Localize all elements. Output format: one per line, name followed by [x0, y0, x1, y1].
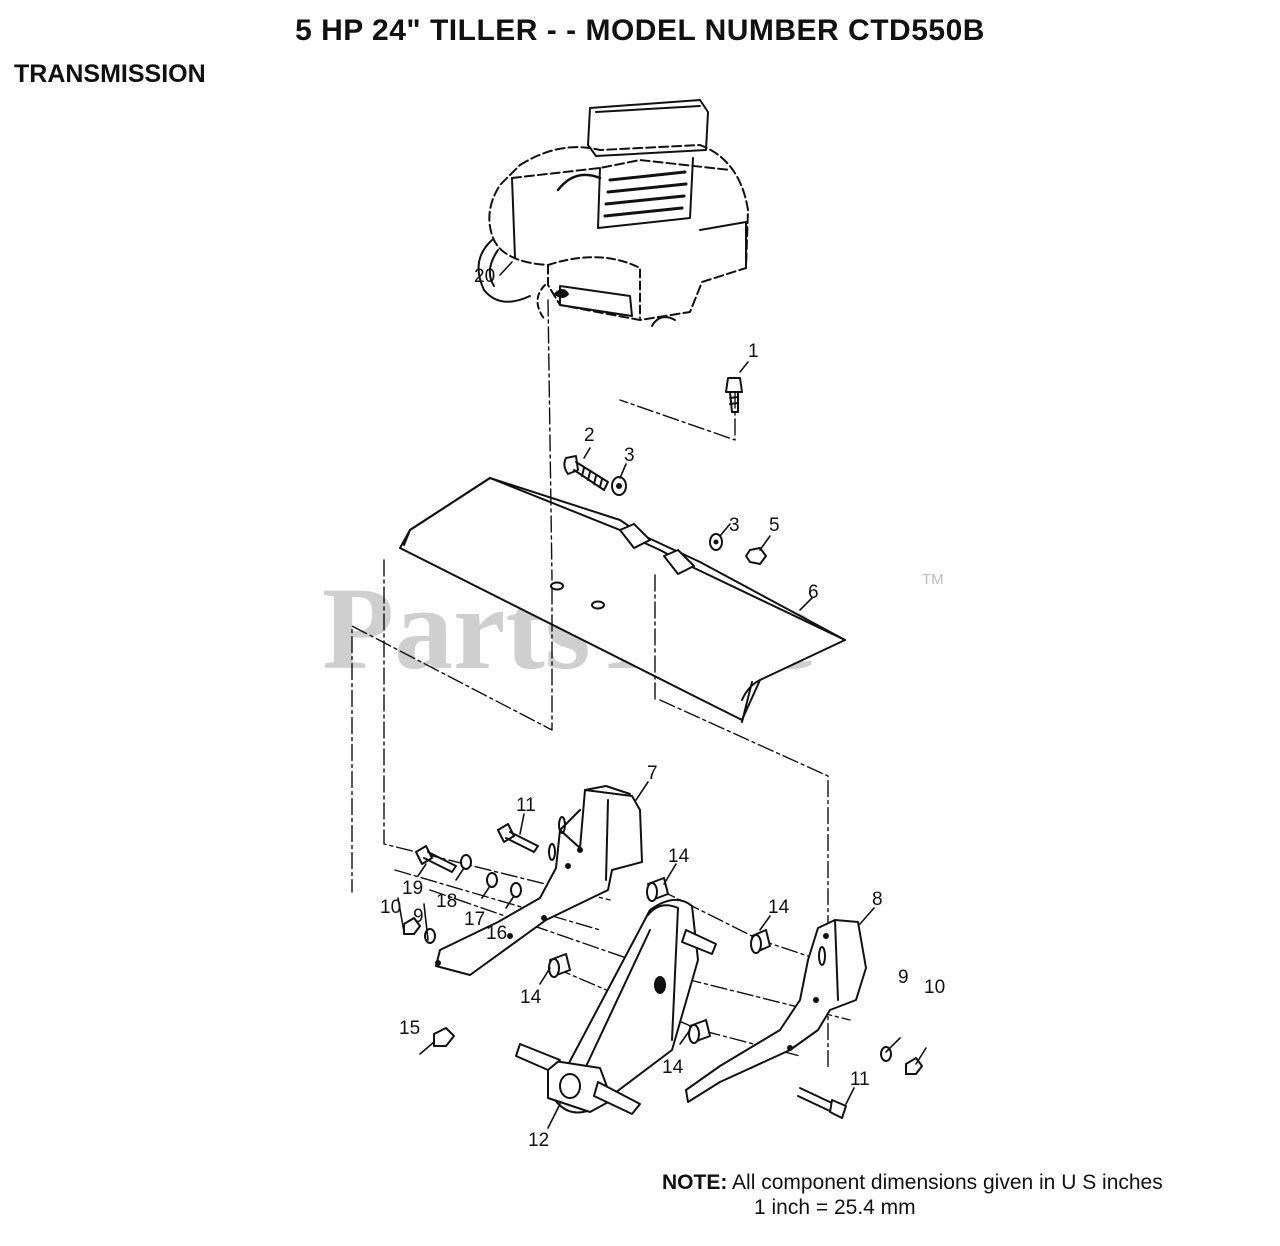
callout-14-a: 14	[668, 846, 690, 867]
callout-14-c: 14	[520, 987, 542, 1008]
callout-5: 5	[769, 515, 780, 536]
washer-part-17	[486, 872, 498, 888]
callout-9-a: 9	[413, 906, 424, 927]
dimensions-note: NOTE: All component dimensions given in …	[662, 1170, 1163, 1220]
note-line-2: 1 inch = 25.4 mm	[754, 1196, 916, 1219]
watermark-trademark: TM	[922, 571, 944, 588]
callout-2: 2	[584, 425, 595, 446]
callout-8: 8	[872, 889, 883, 910]
callout-7: 7	[647, 763, 658, 784]
nut-part-10-b	[905, 1057, 923, 1075]
note-label: NOTE:	[662, 1171, 728, 1194]
left-bracket-part-7	[435, 785, 643, 976]
spacer-part-14-c	[548, 953, 571, 978]
callout-3-a: 3	[624, 445, 635, 466]
bolt-part-1	[725, 377, 743, 413]
callout-16: 16	[486, 923, 507, 944]
nut-part-15	[433, 1027, 455, 1047]
callout-11-a: 11	[516, 795, 536, 816]
callout-6: 6	[808, 582, 819, 603]
washer-part-16	[510, 882, 522, 898]
callout-11-b: 11	[850, 1069, 870, 1090]
callout-3-b: 3	[729, 515, 740, 536]
page-title: 5 HP 24" TILLER - - MODEL NUMBER CTD550B	[295, 14, 985, 47]
engine-part-20	[477, 99, 749, 327]
callout-15: 15	[399, 1018, 420, 1039]
right-bracket-part-8	[685, 919, 867, 1103]
callout-14-b: 14	[768, 897, 790, 918]
spacer-part-14-b	[750, 929, 771, 954]
bolt-part-2	[563, 455, 609, 491]
section-title: TRANSMISSION	[14, 60, 206, 88]
callout-10-b: 10	[924, 977, 945, 998]
transmission-housing-part-12	[515, 899, 717, 1115]
callout-leaders	[397, 261, 927, 1129]
bolt-part-11-a	[497, 823, 539, 853]
callout-17: 17	[464, 909, 485, 930]
spacer-part-14-a	[646, 877, 669, 902]
callout-10-a: 10	[380, 897, 401, 918]
callout-9-b: 9	[898, 967, 909, 988]
callout-19: 19	[402, 878, 423, 899]
callout-1: 1	[748, 341, 759, 362]
bolt-part-19	[415, 845, 457, 873]
tine-shield-part-6	[399, 477, 846, 723]
washer-part-18	[460, 854, 472, 870]
callout-12: 12	[528, 1130, 549, 1151]
note-line-1: All component dimensions given in U S in…	[732, 1171, 1163, 1194]
callout-18: 18	[436, 891, 457, 912]
nut-part-5	[745, 547, 767, 565]
callout-14-d: 14	[662, 1057, 684, 1078]
bolt-part-11-b	[797, 1087, 847, 1119]
callout-20: 20	[474, 266, 495, 287]
spacer-part-14-d	[688, 1019, 711, 1044]
